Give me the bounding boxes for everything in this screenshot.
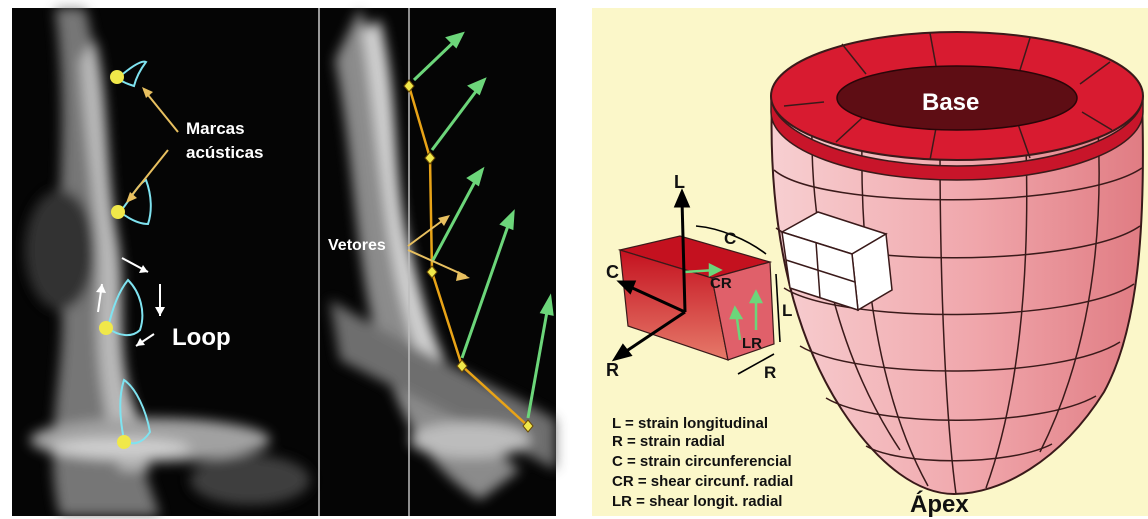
label-apex: Ápex <box>910 490 969 518</box>
label-seg-L: L <box>782 301 792 320</box>
marker-dot-1 <box>110 70 124 84</box>
marker-dot-3 <box>99 321 113 335</box>
marker-dot-2 <box>111 205 125 219</box>
legend-line-1: L = strain longitudinal <box>612 415 768 432</box>
label-loop: Loop <box>172 324 231 351</box>
label-seg-R: R <box>764 363 776 382</box>
label-seg-C: C <box>724 229 736 248</box>
echo-panel: Marcas acústicas Loop Vetores <box>12 8 556 516</box>
legend-line-4: CR = shear circunf. radial <box>612 473 793 490</box>
label-base: Base <box>922 89 979 116</box>
legend-line-3: C = strain circunferencial <box>612 453 792 470</box>
legend-line-5: LR = shear longit. radial <box>612 493 782 510</box>
label-axis-C: C <box>606 262 619 282</box>
marker-dot-4 <box>117 435 131 449</box>
strain-legend: L = strain longitudinal R = strain radia… <box>612 415 793 510</box>
label-seg-CR: CR <box>710 275 732 292</box>
label-marcas-line1: Marcas <box>186 119 245 138</box>
label-axis-L: L <box>674 172 685 192</box>
label-marcas-line2: acústicas <box>186 143 264 162</box>
label-vetores: Vetores <box>328 237 386 254</box>
label-seg-LR: LR <box>742 335 762 352</box>
label-axis-R: R <box>606 360 619 380</box>
legend-line-2: R = strain radial <box>612 433 725 450</box>
heart-panel: Base Ápex L C R C CR L LR R L = strain l… <box>592 8 1148 518</box>
